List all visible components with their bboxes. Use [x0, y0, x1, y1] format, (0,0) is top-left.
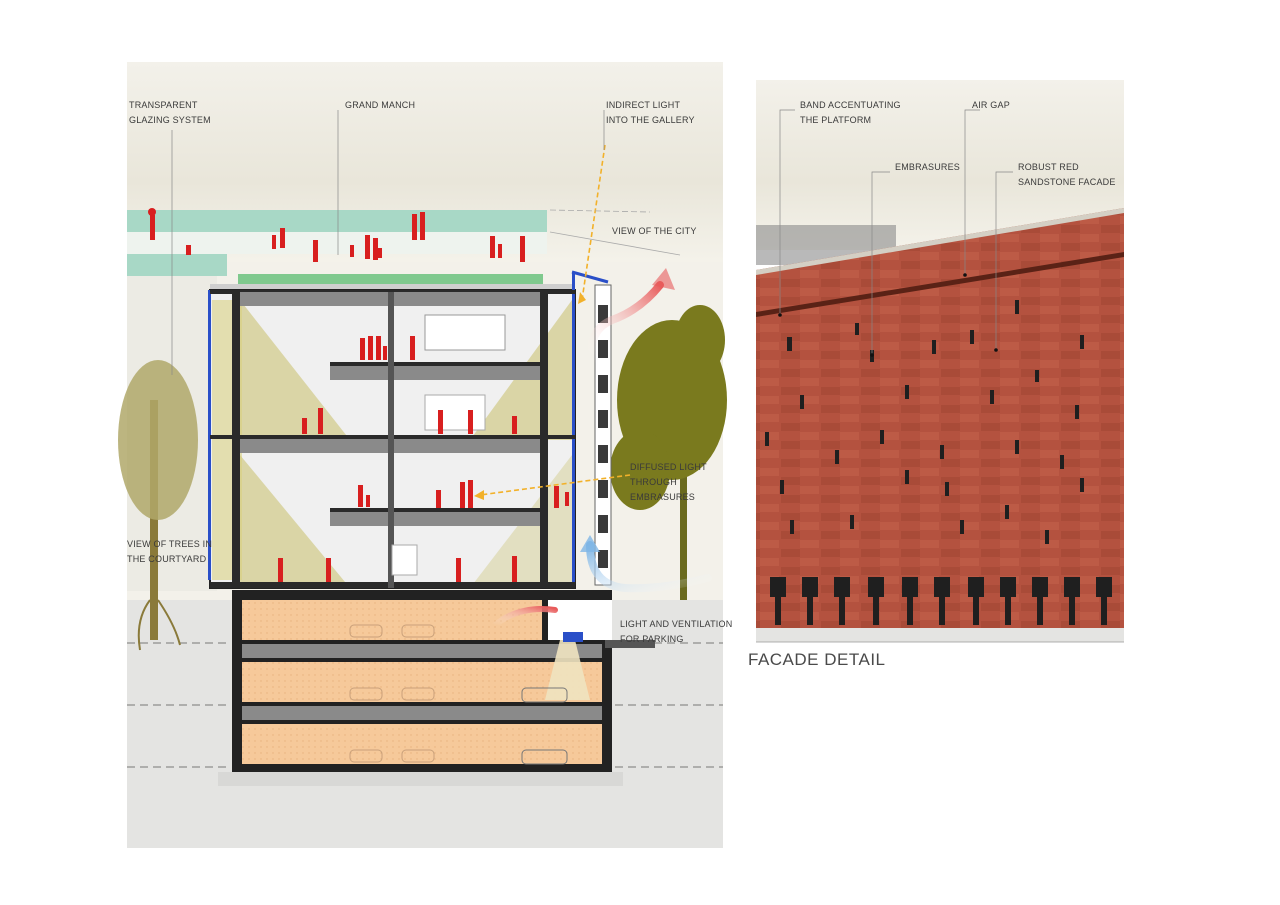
parking-levels [232, 590, 655, 772]
floor-slabs [210, 290, 575, 588]
label-band-platform: BAND ACCENTUATING THE PLATFORM [800, 100, 901, 125]
cool-air-arrow [586, 541, 712, 593]
accent-band [756, 252, 1124, 317]
warm-air-arrow [587, 281, 664, 364]
label-grand-manch: GRAND MANCH [345, 100, 416, 110]
plinth-piers [770, 577, 1112, 625]
label-embrasures: EMBRASURES [895, 162, 961, 172]
indirect-light-arrow [581, 144, 606, 301]
tree-left [118, 360, 198, 651]
tree-right [610, 305, 727, 600]
facade-detail [756, 80, 1124, 643]
label-indirect-light: INDIRECT LIGHT INTO THE GALLERY [606, 100, 695, 125]
glazing-frame [208, 290, 211, 580]
label-air-gap: AIR GAP [972, 100, 1010, 110]
label-view-of-city: VIEW OF THE CITY [612, 226, 697, 236]
diffused-light-arrow [479, 474, 631, 496]
facade-detail-title: FACADE DETAIL [748, 650, 886, 669]
label-courtyard-view: VIEW OF TREES IN THE COURTYARD [127, 539, 213, 564]
label-diffused-light: DIFFUSED LIGHT THROUGH EMBRASURES [630, 462, 707, 502]
people-figures [148, 208, 569, 582]
parked-cars [349, 624, 568, 765]
glazing-backdrop [127, 210, 547, 232]
air-gap-band [756, 208, 1124, 275]
parking-air-arrow [492, 606, 558, 628]
label-red-sandstone: ROBUST RED SANDSTONE FACADE [1018, 162, 1116, 187]
roof-garden [238, 274, 543, 284]
label-parking-ventilation: LIGHT AND VENTILATION FOR PARKING [620, 619, 733, 644]
sandstone-wall [756, 208, 1124, 628]
building-section [118, 62, 727, 848]
label-transparent-glazing: TRANSPARENT GLAZING SYSTEM [129, 100, 211, 125]
skylight [424, 314, 506, 351]
